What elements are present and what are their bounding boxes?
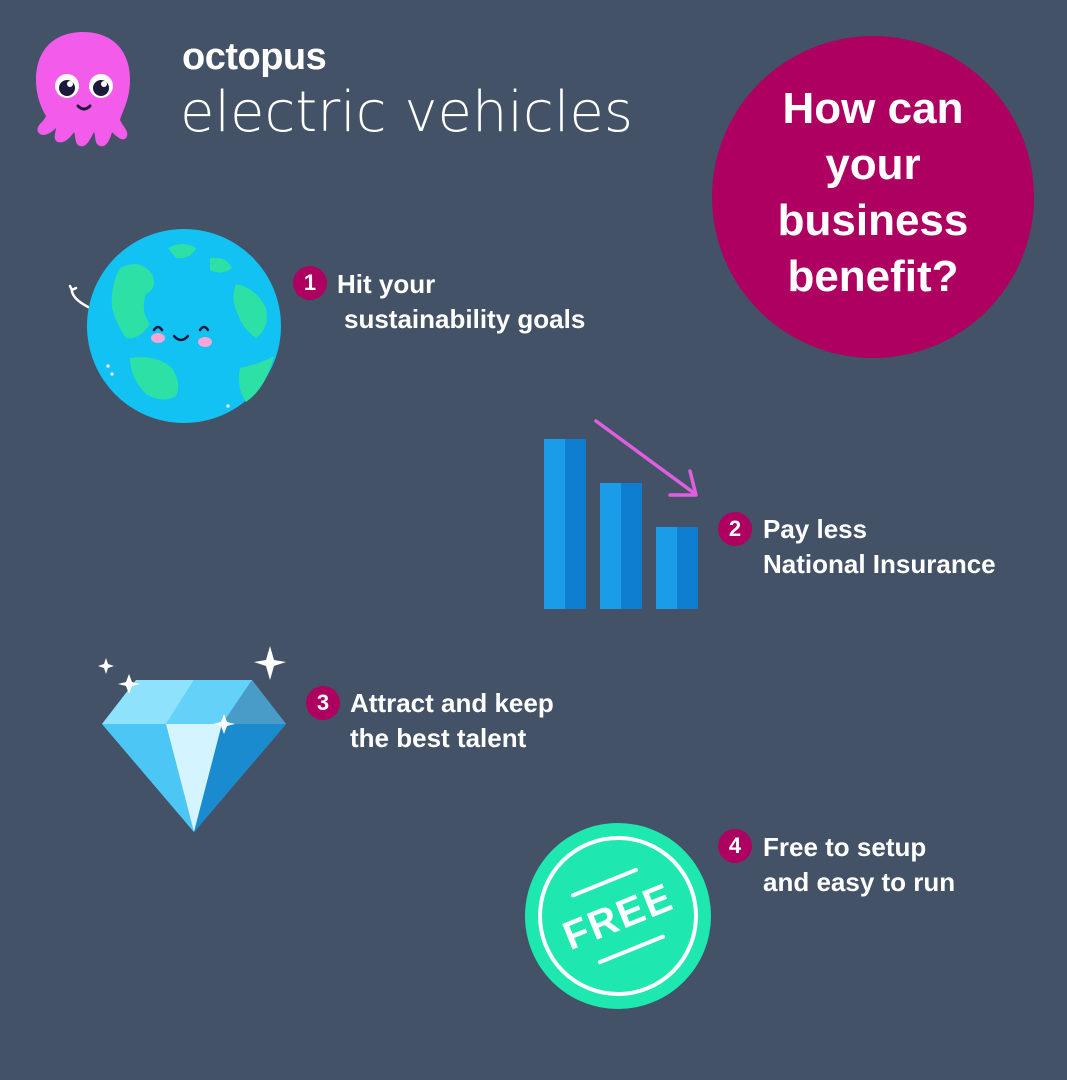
step-1-text: Hit your sustainability goals [337, 267, 585, 337]
step-number-badge: 1 [293, 266, 327, 300]
question-circle: How can your business benefit? [712, 36, 1034, 358]
step-number-badge: 4 [718, 829, 752, 863]
step-1-line2: sustainability goals [344, 304, 586, 334]
step-3-line2: the best talent [350, 723, 527, 753]
step-1-line1: Hit your [337, 269, 436, 299]
brand-name: octopus [182, 36, 327, 78]
step-4-text: Free to setup and easy to run [763, 830, 955, 900]
diamond-icon [96, 646, 296, 836]
step-2-line2: National Insurance [763, 549, 996, 579]
brand-product: electric vehicles [180, 80, 634, 145]
question-text: How can your business benefit? [777, 84, 969, 301]
step-number-badge: 2 [718, 512, 752, 546]
step-4-line2: and easy to run [763, 867, 956, 897]
step-3-text: Attract and keep the best talent [350, 686, 554, 756]
free-badge-icon: FREE [524, 822, 712, 1010]
earth-icon [60, 228, 286, 428]
step-number-badge: 3 [306, 686, 340, 720]
step-3-line1: Attract and keep [350, 688, 554, 718]
step-2-text: Pay less National Insurance [763, 512, 996, 582]
octopus-logo-icon [30, 28, 136, 150]
step-2-line1: Pay less [763, 514, 868, 544]
declining-bar-chart-icon [540, 415, 710, 611]
step-4-line1: Free to setup [763, 832, 927, 862]
